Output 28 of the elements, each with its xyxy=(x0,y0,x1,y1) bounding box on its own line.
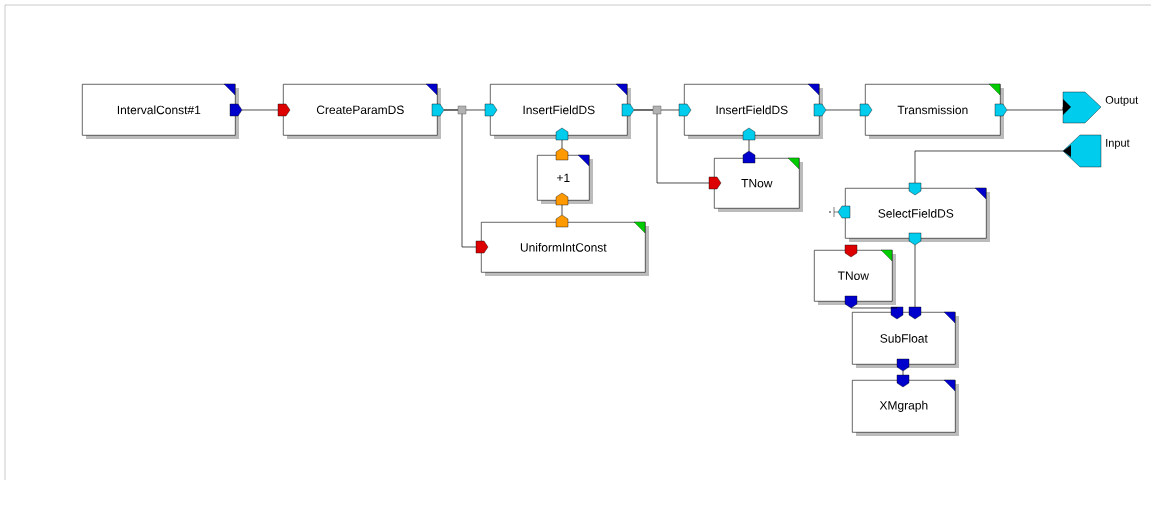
function-block: CreateParamDS xyxy=(277,83,445,139)
connector xyxy=(443,109,477,248)
connector xyxy=(241,109,279,111)
function-block: Transmission xyxy=(859,83,1008,139)
function-block: SubFloat xyxy=(852,306,959,372)
function-block: TNow xyxy=(814,244,896,309)
function-block: UniformIntConst xyxy=(475,214,649,276)
connector xyxy=(1006,106,1064,111)
function-block: TNow xyxy=(708,150,803,212)
output-port: Output xyxy=(1062,91,1139,124)
connector xyxy=(561,204,563,216)
function-block: +1 xyxy=(537,147,593,206)
function-block: SelectFieldDS xyxy=(829,182,990,246)
function-block: XMgraph xyxy=(852,374,959,436)
function-block: InsertFieldDS xyxy=(678,83,827,141)
node-label: Input xyxy=(1106,139,1130,149)
connector xyxy=(748,139,750,152)
input-port: Input xyxy=(1062,134,1130,168)
function-block: InsertFieldDS xyxy=(484,83,635,141)
node-label: Output xyxy=(1105,96,1139,106)
connector xyxy=(633,109,710,184)
connector xyxy=(825,109,861,111)
connector xyxy=(850,306,898,309)
connector xyxy=(902,370,904,376)
function-block: IntervalConst#1 xyxy=(82,83,243,139)
connector xyxy=(914,244,916,308)
connector xyxy=(561,139,563,149)
connector xyxy=(914,150,1064,184)
